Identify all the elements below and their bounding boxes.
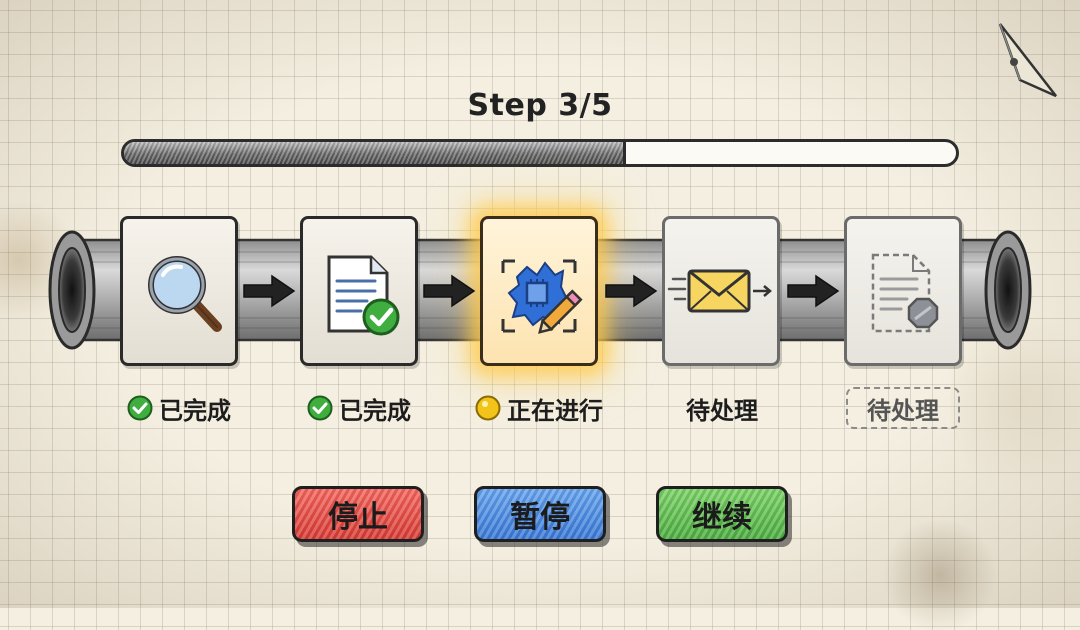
progress-bar: [121, 139, 959, 167]
progress-fill: [124, 142, 626, 164]
step-status-2: 已完成: [290, 390, 428, 426]
status-label: 已完成: [159, 391, 231, 426]
flow-arrow-icon: [422, 274, 476, 308]
step-status-3: 正在进行: [462, 390, 616, 426]
magnifier-icon: [123, 219, 235, 363]
pause-button[interactable]: 暂停: [474, 486, 606, 542]
in-progress-dot-icon: [475, 395, 501, 421]
step-status-5: 待处理: [846, 387, 960, 429]
stop-button[interactable]: 停止: [292, 486, 424, 542]
flow-arrow-icon: [786, 274, 840, 308]
document-check-icon: [303, 219, 415, 363]
step-card-5: [844, 216, 962, 366]
step-card-2: [300, 216, 418, 366]
step-counter: Step 3/5: [0, 88, 1080, 123]
envelope-icon: [665, 219, 777, 363]
step-card-1: [120, 216, 238, 366]
status-label: 已完成: [339, 391, 411, 426]
flow-arrow-icon: [604, 274, 658, 308]
check-circle-icon: [307, 395, 333, 421]
status-label: 待处理: [867, 391, 939, 426]
step-card-3: [480, 216, 598, 366]
step-status-1: 已完成: [110, 390, 248, 426]
flow-arrow-icon: [242, 274, 296, 308]
status-label: 正在进行: [507, 391, 603, 426]
document-pending-icon: [847, 219, 959, 363]
step-card-4: [662, 216, 780, 366]
check-circle-icon: [127, 395, 153, 421]
chip-pencil-icon: [483, 219, 595, 363]
step-status-4: 待处理: [662, 390, 782, 426]
status-label: 待处理: [686, 391, 758, 426]
continue-button[interactable]: 继续: [656, 486, 788, 542]
